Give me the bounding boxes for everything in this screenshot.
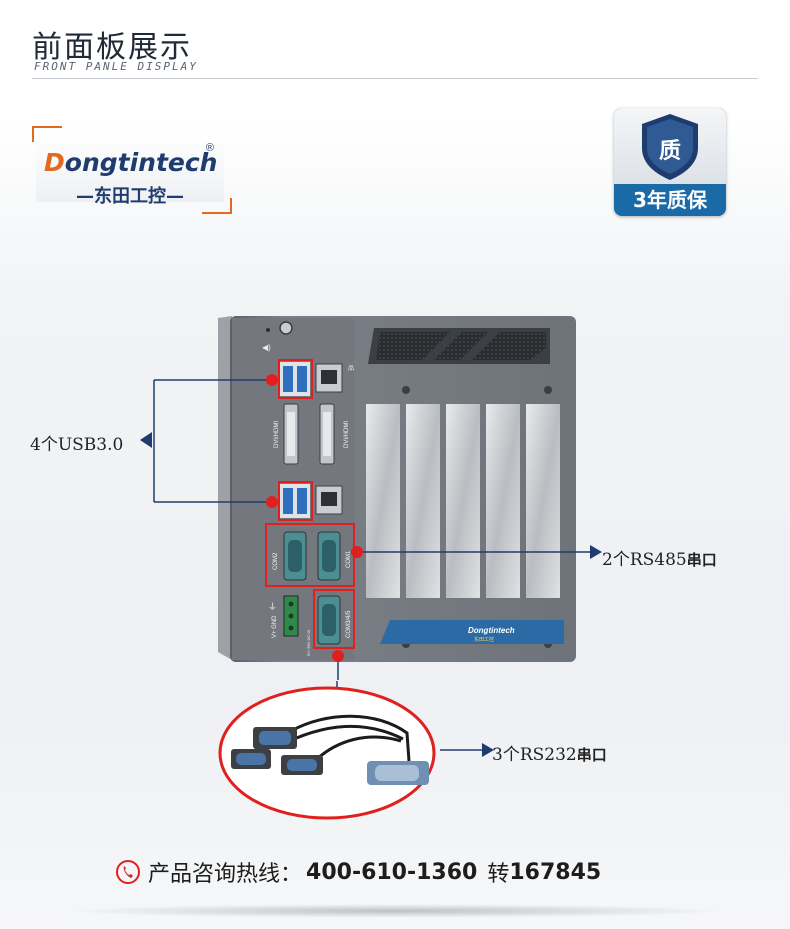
page-subtitle: FRONT PANLE DISPLAY	[34, 60, 198, 73]
logo-corner-bottom-right	[202, 198, 232, 214]
logo-brand-rest: ongtintech	[64, 148, 218, 177]
vent-grille	[368, 328, 550, 364]
db9-connector-icon	[253, 727, 297, 749]
shield-icon: 质	[642, 114, 698, 180]
power-button-icon[interactable]	[279, 321, 293, 335]
arrow-left-icon	[140, 432, 152, 448]
lan-icon: 品	[348, 365, 354, 372]
logo-initial: D	[44, 148, 65, 177]
extension-label: 转	[487, 862, 510, 887]
page-title: 前面板展示	[32, 30, 192, 65]
usb-port[interactable]	[283, 488, 293, 514]
callout-dot	[332, 650, 344, 662]
usb-port[interactable]	[297, 488, 307, 514]
usb-callout: 4个USB3.0	[30, 430, 123, 455]
rs232-callout-suffix: 串口	[576, 746, 607, 764]
registered-mark: ®	[205, 142, 214, 154]
com2-port[interactable]	[283, 531, 307, 581]
warranty-shield-area: 质	[614, 108, 726, 184]
usb-bottom-highlight	[278, 481, 313, 521]
expansion-slots	[366, 404, 560, 598]
db9-female-connector-icon	[367, 761, 429, 785]
screw	[402, 386, 410, 394]
logo-corner-top-left	[32, 126, 62, 142]
power-terminal[interactable]	[283, 595, 299, 637]
brand-plate	[380, 620, 564, 644]
rs232-callout-text: 3个RS232	[492, 745, 577, 765]
shield-char: 质	[659, 139, 681, 164]
serial-cable-illustration	[218, 681, 436, 820]
expansion-slot	[366, 404, 400, 598]
rs232-callout: 3个RS232串口	[492, 740, 607, 765]
db9-connector-icon	[281, 755, 323, 775]
ground-icon: ⏚	[268, 602, 277, 612]
arrow-right-icon	[590, 545, 602, 559]
extension-number: 167845	[509, 859, 602, 885]
com1-port[interactable]	[317, 531, 341, 581]
logo-brand-en: Dongtintech	[44, 148, 217, 177]
warranty-badge: 质 3年质保	[614, 108, 726, 216]
power-label: V+ GND	[272, 615, 278, 638]
dvi-right-label: DVI/HDMI	[344, 421, 350, 448]
expansion-slot	[446, 404, 480, 598]
dvi-port-left[interactable]	[283, 403, 299, 465]
brand-logo: Dongtintech ® —东田工控—	[32, 126, 232, 214]
com1-label: COM1	[346, 550, 352, 568]
usb-port[interactable]	[297, 366, 307, 392]
plate-brand-cn: 东田工控	[474, 636, 494, 643]
phone-icon	[116, 860, 140, 884]
screw	[544, 386, 552, 394]
header-divider	[32, 78, 758, 79]
expansion-slot	[526, 404, 560, 598]
device-front-panel: Dongtintech 东田工控 ◀) 品 DVI/HDMI DVI/HDMI …	[153, 316, 602, 680]
rs485-callout-suffix: 串口	[686, 551, 717, 569]
usb-port[interactable]	[283, 366, 293, 392]
rs232-highlight	[313, 589, 355, 649]
lan-port-socket	[321, 492, 337, 506]
rs485-callout-text: 2个RS485	[602, 550, 687, 570]
db9-connector-icon	[231, 749, 271, 769]
device-side-panel	[218, 316, 232, 660]
com345-label: COM3/4/5	[346, 610, 352, 638]
warranty-label: 3年质保	[633, 188, 707, 212]
dvi-port-right[interactable]	[319, 403, 335, 465]
logo-panel: Dongtintech ® —东田工控—	[36, 134, 224, 207]
callout-dot	[351, 546, 363, 558]
lan-port-socket	[321, 370, 337, 384]
hotline-number[interactable]: 400-610-1360	[306, 859, 478, 885]
dvi-left-label: DVI/HDMI	[274, 421, 280, 448]
usb-callout-text: 4个USB3.0	[30, 435, 124, 455]
usb-top-highlight	[278, 359, 313, 399]
logo-brand-cn: —东田工控—	[76, 186, 184, 207]
footer-shadow	[60, 904, 730, 918]
plate-brand: Dongtintech	[468, 626, 515, 635]
arrow-right-icon	[440, 743, 494, 757]
hotline-label: 产品咨询热线：	[148, 862, 303, 887]
callout-dot	[266, 374, 278, 386]
expansion-slot	[486, 404, 520, 598]
contact-hotline: 产品咨询热线： 400-610-1360 转 167845	[116, 856, 601, 888]
expansion-slot	[406, 404, 440, 598]
led-indicator	[266, 328, 270, 332]
com345-port[interactable]	[317, 595, 341, 645]
callout-dot	[266, 496, 278, 508]
speaker-icon: ◀)	[262, 343, 271, 352]
com2-label: COM2	[273, 552, 279, 570]
power-spec-label: 9V~36V DC IN	[306, 630, 311, 656]
rs485-callout: 2个RS485串口	[602, 545, 717, 570]
